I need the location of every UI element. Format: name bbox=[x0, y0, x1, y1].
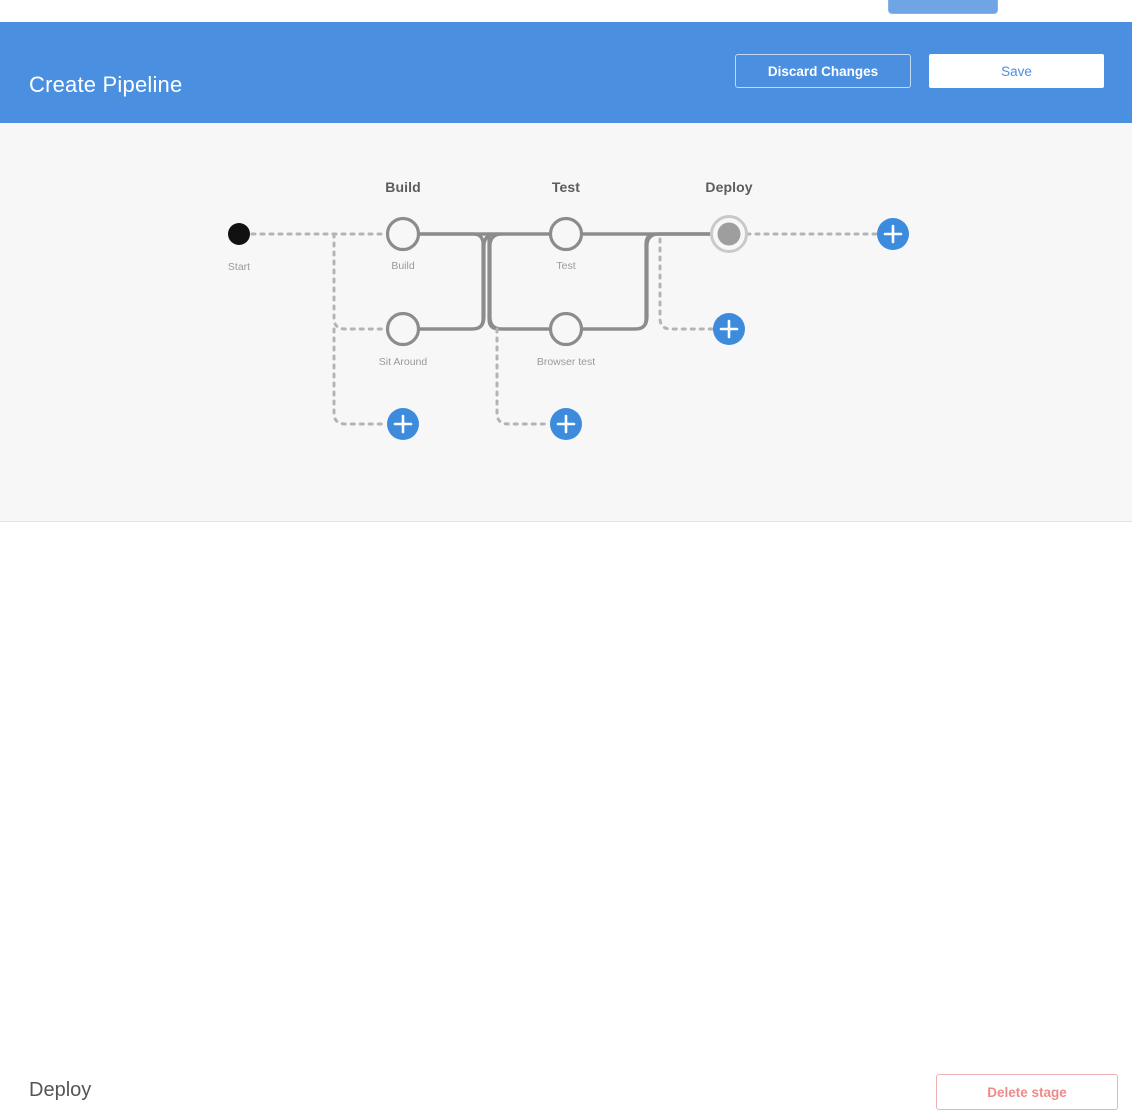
add-stage-after-deploy-button[interactable] bbox=[877, 218, 909, 250]
add-job-in-test-button[interactable] bbox=[550, 408, 582, 440]
pipeline-nodes bbox=[228, 215, 748, 347]
stage-detail-title: Deploy bbox=[29, 1079, 92, 1101]
stage-node-deploy-selected[interactable] bbox=[717, 222, 741, 246]
add-job-in-build-button[interactable] bbox=[387, 408, 419, 440]
pipeline-canvas[interactable]: Start Build Build Sit Around Test Test B… bbox=[0, 123, 1132, 522]
job-node-sit-around[interactable] bbox=[385, 311, 421, 347]
save-button[interactable]: Save bbox=[929, 54, 1104, 88]
job-node-browser-test[interactable] bbox=[548, 311, 584, 347]
stage-detail-panel: Deploy Delete stage bbox=[0, 523, 1132, 1110]
page-title: Create Pipeline bbox=[29, 72, 183, 97]
solid-edges bbox=[418, 232, 714, 331]
partially-visible-button[interactable] bbox=[888, 0, 998, 14]
start-node[interactable] bbox=[228, 223, 250, 245]
discard-changes-button[interactable]: Discard Changes bbox=[735, 54, 911, 88]
top-cutoff-strip bbox=[0, 0, 1132, 22]
job-node-test[interactable] bbox=[548, 216, 584, 252]
page-header: Create Pipeline Discard Changes Save bbox=[0, 22, 1132, 123]
add-job-in-deploy-button[interactable] bbox=[713, 313, 745, 345]
pipeline-graph bbox=[228, 215, 909, 440]
add-buttons bbox=[387, 218, 909, 440]
pipeline-dashed-edges bbox=[250, 232, 879, 426]
delete-stage-button[interactable]: Delete stage bbox=[936, 1074, 1118, 1110]
job-node-build[interactable] bbox=[385, 216, 421, 252]
